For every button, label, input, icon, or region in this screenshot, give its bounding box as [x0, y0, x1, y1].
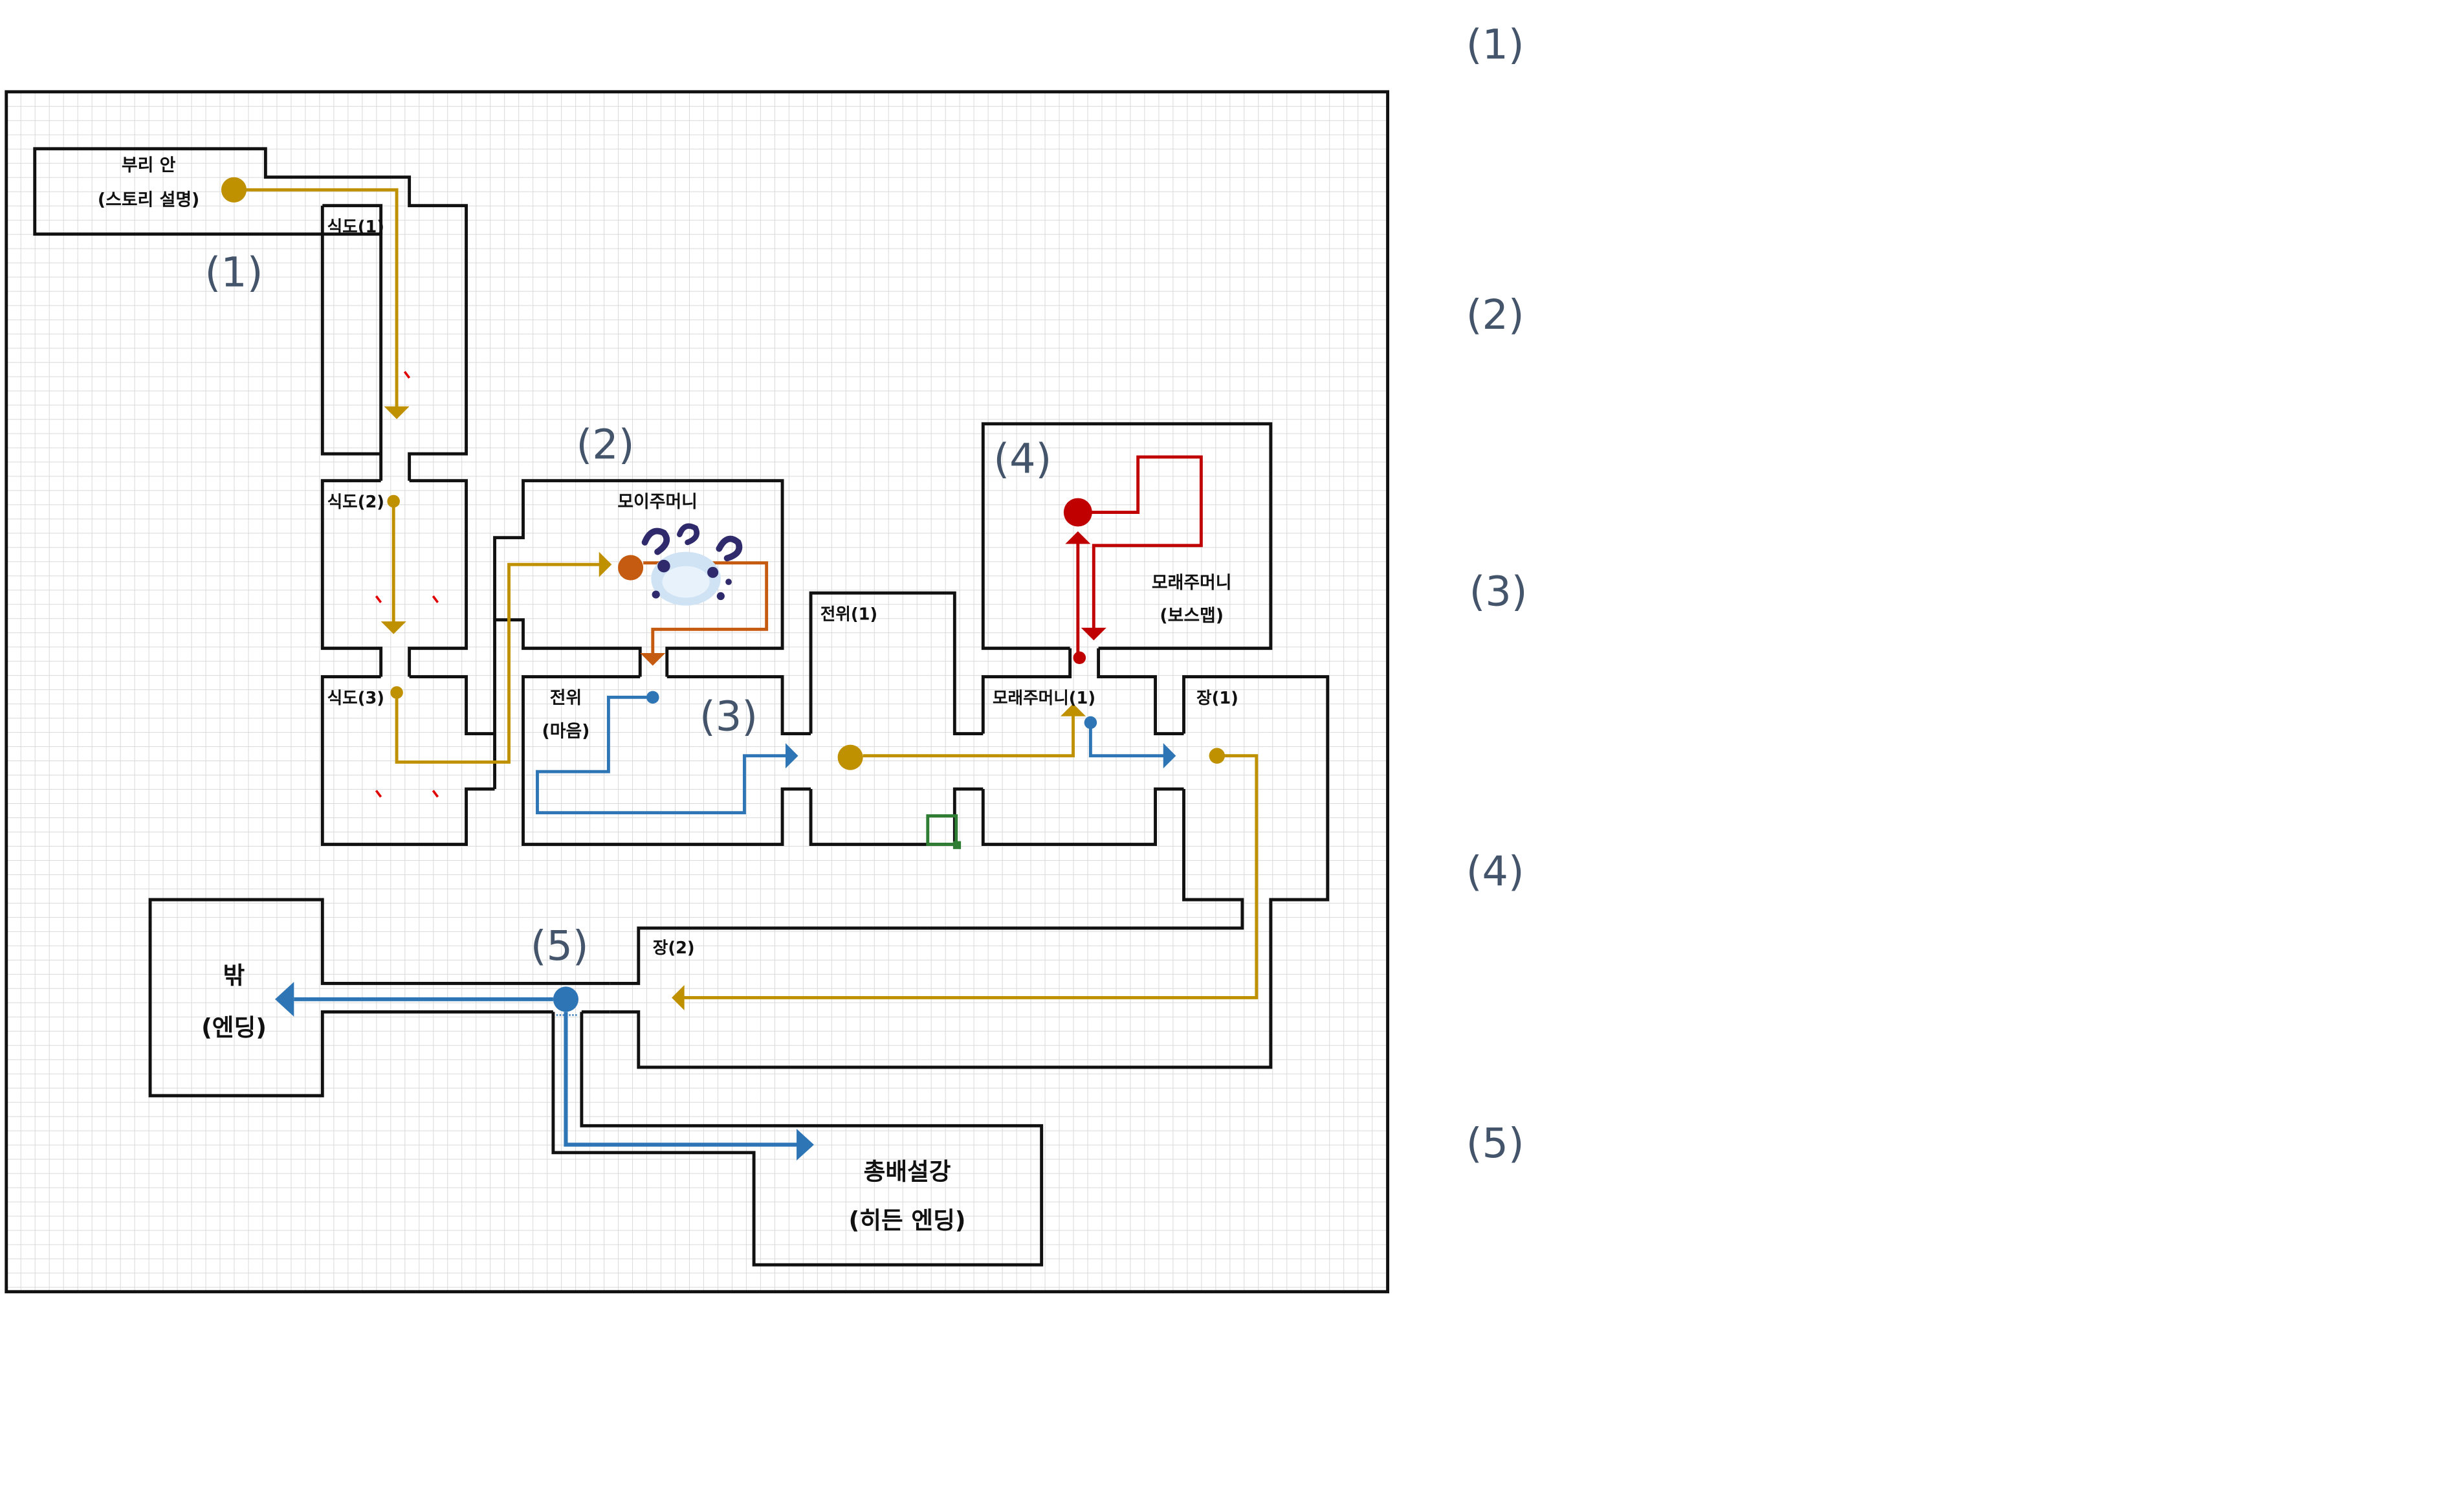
map-step-label-4: (4)	[993, 434, 1051, 482]
room-label-bak-line2: (엔딩)	[201, 1014, 267, 1041]
red-tick-marks	[375, 371, 439, 798]
path-gold-segment-4	[863, 715, 1075, 758]
room-label-sikdo1: 식도(1)	[327, 217, 384, 237]
green-square-icon	[926, 814, 962, 849]
path-gold-segment-5	[683, 754, 1259, 999]
map-step-label-2: (2)	[577, 421, 635, 469]
map-step-label-1: (1)	[205, 248, 263, 296]
map-grid	[6, 91, 1388, 1292]
room-label-hidden-ending-line1: 총배설강	[864, 1157, 951, 1185]
path-orange	[643, 561, 769, 655]
room-hidden-ending-walls	[551, 1012, 1044, 1267]
side-step-label-5: (5)	[1466, 1119, 1524, 1167]
room-label-sikdo2: 식도(2)	[327, 493, 384, 512]
room-label-burian-line2: (스토리 설명)	[98, 190, 199, 210]
room-label-moraejumeoni-boss-line1: 모래주머니	[1152, 573, 1232, 593]
arrowhead-right	[797, 1129, 814, 1161]
room-label-burian-line1: 부리 안	[122, 155, 176, 175]
waypoint-dot	[390, 686, 403, 699]
side-step-label-4: (4)	[1466, 847, 1524, 895]
room-label-hidden-ending-line2: (히든 엔딩)	[849, 1206, 966, 1234]
room-jang1-walls	[610, 675, 1330, 1069]
side-step-label-1: (1)	[1466, 21, 1524, 69]
arrowhead-left	[672, 984, 685, 1010]
moijumeoni-entry-marker	[618, 555, 644, 581]
jeonwi1-marker	[837, 744, 863, 770]
room-moraejumeoni-boss-walls	[981, 422, 1273, 650]
path-blue-segment-1	[536, 695, 787, 815]
room-sikdo2-walls	[320, 479, 468, 677]
arrowhead-down	[1081, 627, 1106, 641]
arrowhead-up	[1065, 531, 1091, 544]
room-label-jeonwi1: 전위(1)	[820, 605, 877, 625]
room-label-moijumeoni: 모이주머니	[617, 492, 698, 512]
room-label-jang1: 장(1)	[1196, 689, 1238, 708]
room-jeonwi-maeum-walls	[522, 675, 811, 846]
room-burian-walls	[33, 147, 468, 481]
room-label-moraejumeoni1: 모래주머니(1)	[993, 689, 1095, 708]
room-sikdo1-inner-wall	[320, 204, 383, 456]
path-blue-segment-3	[294, 997, 800, 1147]
room-label-jeonwi-maeum-line1: 전위	[550, 688, 582, 708]
room-label-moraejumeoni-boss-line2: (보스맵)	[1160, 606, 1224, 626]
arrowhead-right	[1163, 743, 1176, 769]
path-blue-segment-2	[1088, 722, 1165, 758]
map-step-label-3: (3)	[699, 693, 758, 740]
branch-marker	[553, 986, 578, 1012]
room-moraejumeoni1-walls	[981, 648, 1184, 846]
room-bak-walls	[148, 898, 610, 1098]
arrowhead-down	[384, 406, 410, 419]
side-step-label-3: (3)	[1469, 568, 1528, 616]
room-sikdo3-walls	[320, 675, 495, 846]
arrowhead-down	[640, 652, 666, 666]
room-label-bak-line1: 밖	[223, 961, 245, 989]
boss-marker	[1063, 498, 1092, 527]
side-step-label-2: (2)	[1466, 291, 1524, 339]
waypoint-dot	[387, 494, 400, 508]
arrowhead-left	[275, 982, 294, 1017]
room-label-jang2: 장(2)	[653, 938, 695, 958]
blue-swirl-creature-icon	[641, 523, 743, 606]
room-label-sikdo3: 식도(3)	[327, 689, 384, 708]
arrowhead-right	[785, 743, 798, 769]
arrowhead-up	[1060, 704, 1086, 716]
arrowhead-right	[599, 551, 612, 577]
room-label-jeonwi-maeum-line2: (마음)	[542, 721, 589, 741]
map-border	[5, 90, 1390, 1294]
path-red	[1076, 455, 1203, 655]
map-step-label-5: (5)	[531, 922, 589, 970]
path-gold-segment-3	[395, 562, 601, 764]
start-point-marker	[221, 177, 247, 203]
arrowhead-down	[380, 621, 406, 634]
path-gold-segment-1	[234, 188, 399, 408]
